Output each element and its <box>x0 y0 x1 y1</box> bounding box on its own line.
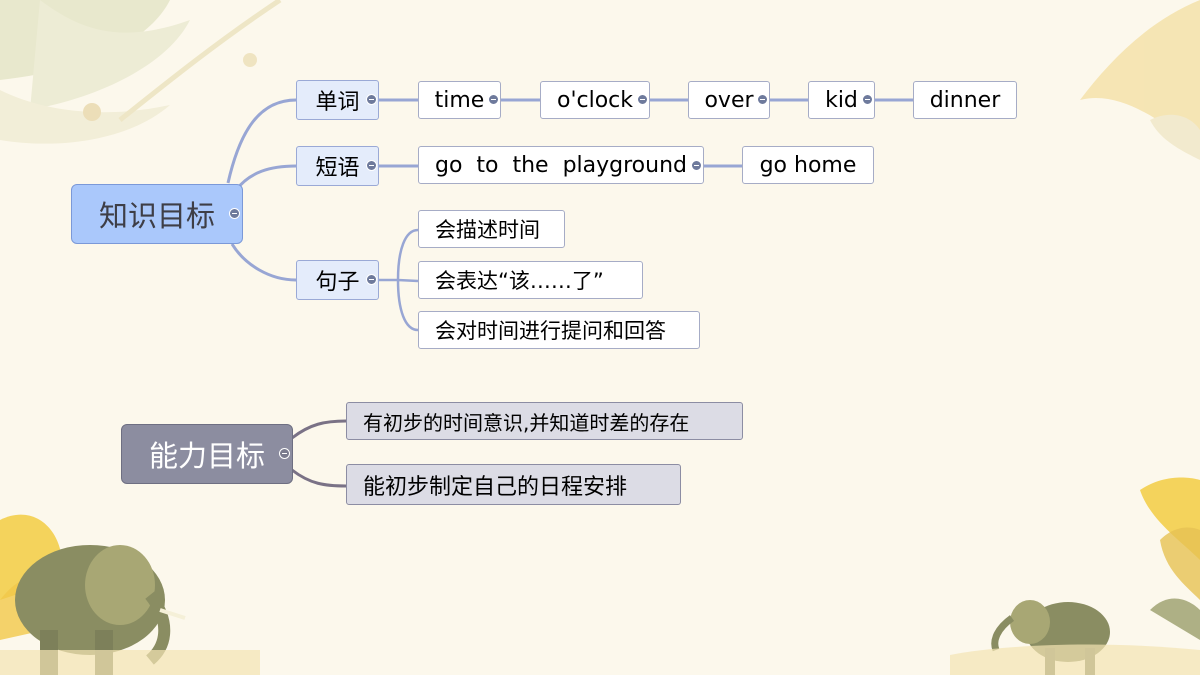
collapse-icon[interactable] <box>757 94 768 105</box>
node-knowledge-root[interactable]: 知识目标 <box>71 184 243 244</box>
node-sentence-1[interactable]: 会描述时间 <box>418 210 565 248</box>
collapse-icon[interactable] <box>229 208 240 219</box>
node-phrase-go-home[interactable]: go home <box>742 146 874 184</box>
node-word-oclock[interactable]: o'clock <box>540 81 650 119</box>
connector-knowledge-phrases <box>234 164 297 191</box>
node-sentence-2[interactable]: 会表达“该……了” <box>418 261 643 299</box>
node-words[interactable]: 单词 <box>296 80 379 120</box>
node-word-over[interactable]: over <box>688 81 770 119</box>
node-phrases[interactable]: 短语 <box>296 146 379 186</box>
connector-sentences-branch <box>378 228 419 332</box>
node-word-time[interactable]: time <box>418 81 501 119</box>
node-word-dinner[interactable]: dinner <box>913 81 1017 119</box>
connector-ability-1 <box>291 419 347 440</box>
node-ability-2[interactable]: 能初步制定自己的日程安排 <box>346 464 681 505</box>
collapse-icon[interactable] <box>488 94 499 105</box>
leaf-decor-top-right <box>1080 0 1200 160</box>
collapse-icon[interactable] <box>862 94 873 105</box>
collapse-icon[interactable] <box>691 160 702 171</box>
connector-ability-2 <box>291 468 347 488</box>
collapse-icon[interactable] <box>366 160 377 171</box>
node-ability-1[interactable]: 有初步的时间意识,并知道时差的存在 <box>346 402 743 440</box>
node-ability-root[interactable]: 能力目标 <box>121 424 293 484</box>
node-phrase-playground[interactable]: go to the playground <box>418 146 704 184</box>
node-sentence-3[interactable]: 会对时间进行提问和回答 <box>418 311 700 349</box>
collapse-icon[interactable] <box>366 94 377 105</box>
collapse-icon[interactable] <box>279 448 290 459</box>
elephant-decor-left <box>0 514 260 675</box>
node-sentences[interactable]: 句子 <box>296 260 379 300</box>
leaf-decor-top-left <box>0 0 282 144</box>
connector-knowledge-sentences <box>230 243 297 282</box>
connector-knowledge-words <box>226 98 297 184</box>
collapse-icon[interactable] <box>637 94 648 105</box>
elephant-decor-right <box>950 477 1200 675</box>
collapse-icon[interactable] <box>366 274 377 285</box>
